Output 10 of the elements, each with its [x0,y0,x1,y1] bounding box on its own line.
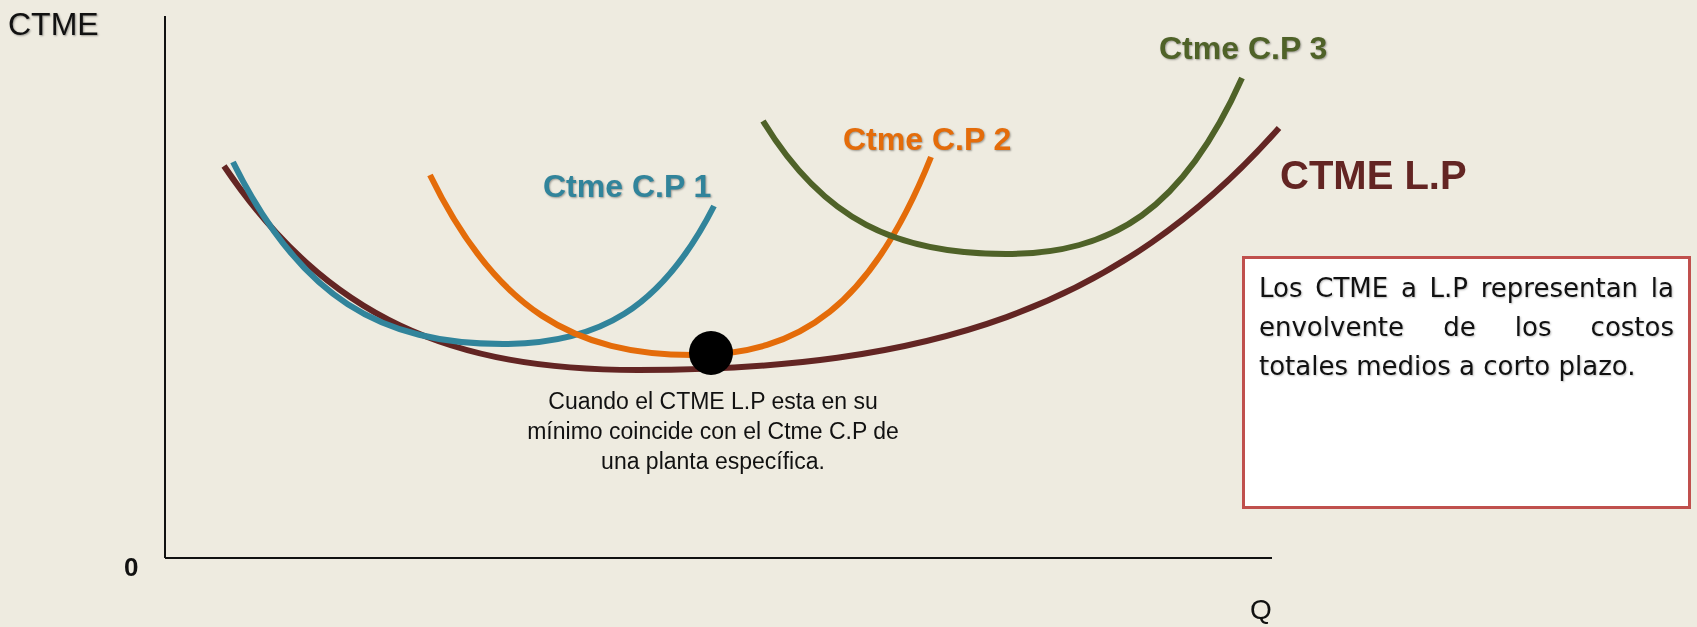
x-axis-label: Q [1250,594,1272,627]
note-text: Los CTME a L.P representan la envolvente de los costos totales medios a corto plazo. [1259,272,1674,383]
curve-label: Ctme C.P 3 [1159,30,1328,67]
curve-label: Ctme C.P 1 [543,168,712,205]
note-box [1242,256,1691,509]
y-axis-label: CTME [8,6,99,43]
origin-label: 0 [124,553,139,583]
curve-label: CTME L.P [1280,152,1467,198]
annotation-text: Cuando el CTME L.P esta en su mínimo coincide con el Ctme C.P de una planta específica. [526,387,900,476]
curve-label: Ctme C.P 2 [843,121,1012,158]
